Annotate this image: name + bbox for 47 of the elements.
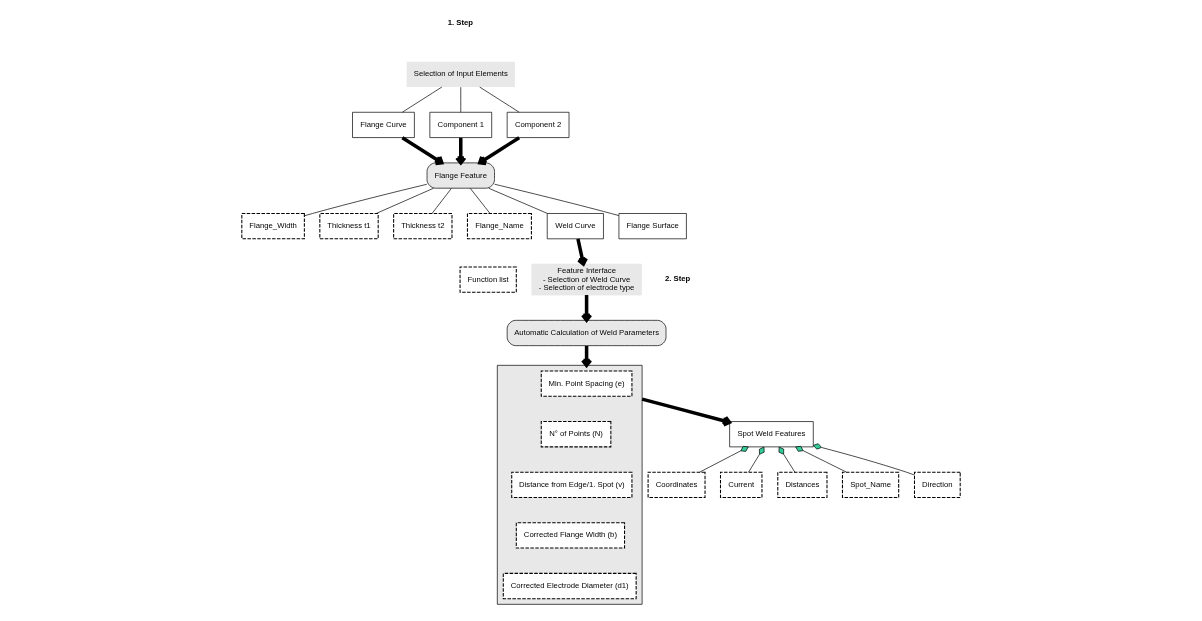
node-box: Weld Curve — [546, 213, 604, 240]
arrow — [641, 397, 732, 427]
node-box: N° of Points (N) — [540, 421, 612, 448]
node-box: Direction — [913, 471, 961, 498]
arrow — [580, 295, 593, 322]
node-box: Corrected Electrode Diameter (d1) — [502, 572, 637, 600]
arrow — [455, 137, 467, 165]
node-box: Feature Interface - Selection of Weld Curve - Selection of electrode type — [531, 263, 642, 296]
connector — [431, 188, 452, 214]
connector — [479, 86, 520, 113]
node-box: Flange Curve — [352, 111, 415, 138]
node-box: Corrected Flange Width (b) — [515, 522, 626, 549]
cluster — [496, 364, 643, 605]
connector — [795, 445, 847, 473]
connector — [304, 183, 428, 217]
node-box: Function list — [459, 266, 517, 293]
connector — [813, 443, 915, 476]
node-box: Component 1 — [429, 111, 493, 138]
node-box: Flange Surface — [618, 213, 687, 240]
node-box: Automatic Calculation of Weld Parameters — [506, 320, 667, 346]
node-box: Coordinates — [647, 471, 706, 498]
node-box: Min. Point Spacing (e) — [540, 370, 633, 397]
connector — [488, 187, 548, 214]
label: 1. Step — [447, 17, 474, 27]
node-box: Current — [719, 471, 763, 498]
node-box: Flange_Width — [241, 212, 305, 240]
connector — [402, 86, 443, 113]
node-box: Component 2 — [506, 111, 570, 138]
node-box: Distances — [777, 471, 828, 498]
connector — [494, 183, 620, 216]
node-box: Distance from Edge/1. Spot (v) — [511, 471, 633, 498]
node-box: Selection of Input Elements — [406, 61, 515, 87]
connector — [375, 187, 434, 214]
label: 2. Step — [664, 273, 691, 283]
connector — [699, 446, 749, 473]
node-box: Flange_Name — [466, 212, 532, 240]
connector — [778, 446, 796, 473]
arrow — [478, 136, 521, 166]
connector — [469, 188, 491, 214]
arrow — [576, 238, 588, 266]
node-box: Spot Weld Features — [729, 421, 814, 448]
node-box: Thickness t2 — [393, 212, 453, 240]
node-box: Spot_Name — [841, 471, 900, 498]
arrow — [401, 136, 444, 166]
node-box: Flange Feature — [426, 162, 495, 189]
connector — [748, 446, 765, 473]
node-box: Thickness t1 — [319, 212, 379, 240]
